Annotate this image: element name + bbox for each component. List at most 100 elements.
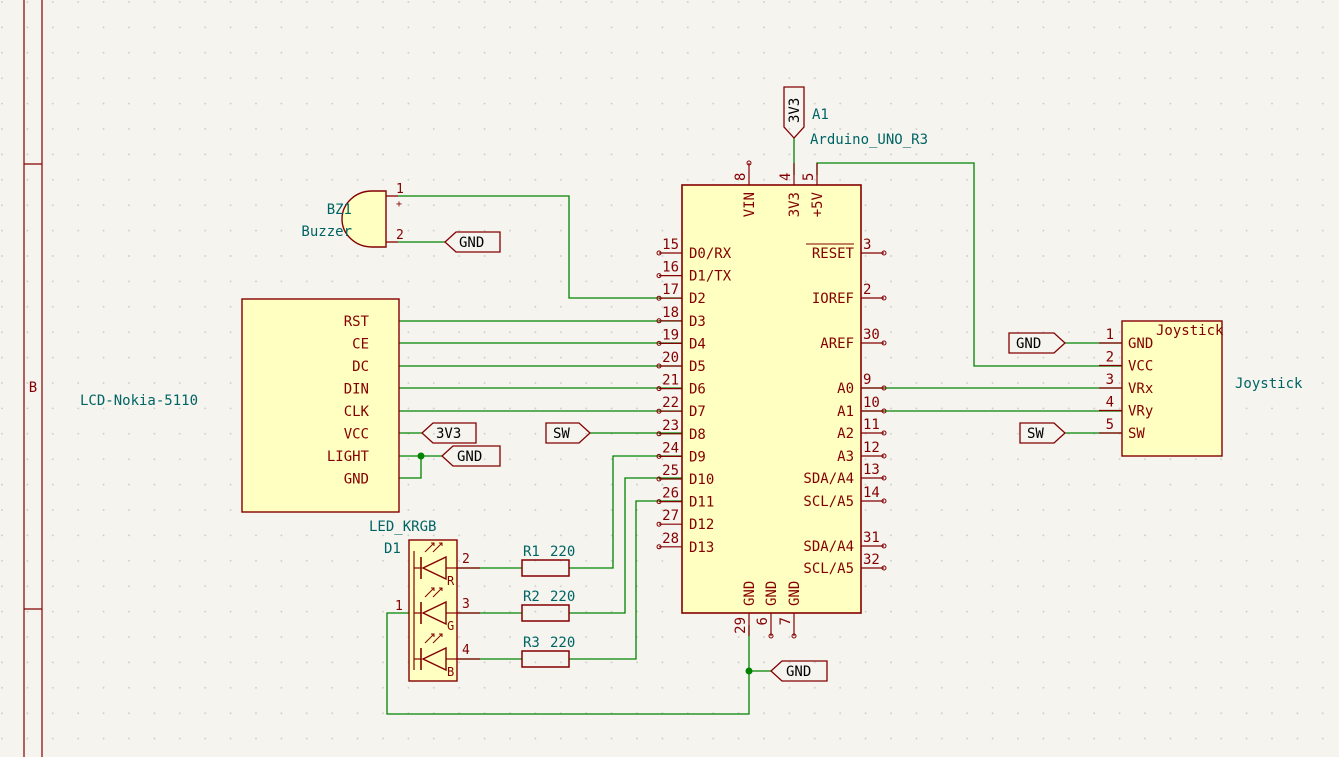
led-value: LED_KRGB (369, 519, 436, 535)
svg-text:3V3: 3V3 (787, 98, 803, 123)
buzzer-body (341, 190, 387, 248)
buzzer-pin2: 2 (396, 228, 404, 243)
led-diode: R2 (414, 542, 480, 588)
sw-net-label[interactable]: SW (1019, 422, 1066, 444)
pin-number: 2 (863, 282, 871, 298)
gnd-label[interactable]: GND (444, 231, 501, 253)
pin-name: D0/RX (689, 246, 732, 262)
resistor-ref: R2 (523, 589, 540, 605)
led-color-letter: R (447, 574, 455, 588)
pin-number: 5 (801, 173, 817, 181)
pin-number: 13 (863, 462, 880, 478)
pin-name: A0 (837, 381, 854, 397)
pin-name: SDA/A4 (803, 471, 854, 487)
pin-number: 30 (863, 327, 880, 343)
pin-name: SCL/A5 (803, 494, 854, 510)
pin-name: +5V (810, 191, 826, 217)
resistor[interactable]: R2 220 (521, 589, 575, 622)
pin-name: IOREF (812, 291, 854, 307)
pin-name: D6 (689, 382, 706, 398)
pin-number: 3 (863, 237, 871, 253)
pin-number: 8 (733, 173, 749, 181)
pin-name: A1 (837, 404, 854, 420)
arduino-uno-symbol[interactable]: A1 Arduino_UNO_R3 15D0/RX16D1/TX17D218D3… (656, 107, 928, 639)
arduino-value: Arduino_UNO_R3 (810, 132, 928, 148)
pin-name: VRy (1128, 404, 1153, 420)
border-zone-label: B (29, 380, 37, 396)
arduino-pin[interactable]: 9A0 (837, 372, 887, 397)
pin-number: 9 (863, 372, 871, 388)
led-color-letter: B (447, 665, 454, 679)
arduino-pin[interactable]: 5 +5V (801, 163, 826, 217)
pin-name: D12 (689, 517, 714, 533)
gnd-label[interactable]: GND (1008, 332, 1066, 354)
3v3-label[interactable]: 3V3 (421, 422, 477, 444)
3v3-label[interactable]: 3V3 (783, 86, 805, 139)
pin-name: D13 (689, 540, 714, 556)
buzzer-plus: + (396, 199, 402, 210)
sw-net-label[interactable]: SW (545, 422, 591, 444)
led-body (408, 539, 458, 682)
junction-dot (745, 667, 753, 675)
pin-name: D7 (689, 404, 706, 420)
pin-name: VCC (1128, 359, 1153, 375)
lcd-value: LCD-Nokia-5110 (80, 393, 198, 409)
gnd-label[interactable]: GND (770, 660, 828, 682)
arduino-body (681, 184, 862, 614)
resistor-value: 220 (550, 589, 575, 605)
pin-number: 27 (662, 508, 679, 524)
led-color-letter: G (447, 619, 454, 633)
svg-text:SW: SW (553, 426, 570, 442)
buzzer-symbol[interactable]: 1 2 + BZ1 Buzzer (301, 182, 404, 248)
pin-name: D4 (689, 336, 706, 352)
pin-name: GND (742, 581, 758, 606)
gnd-label[interactable]: GND (441, 445, 501, 467)
joystick-pin[interactable]: 5SW (1099, 417, 1145, 442)
pin-number: 28 (662, 531, 679, 547)
pin-number: 4 (1106, 395, 1114, 411)
